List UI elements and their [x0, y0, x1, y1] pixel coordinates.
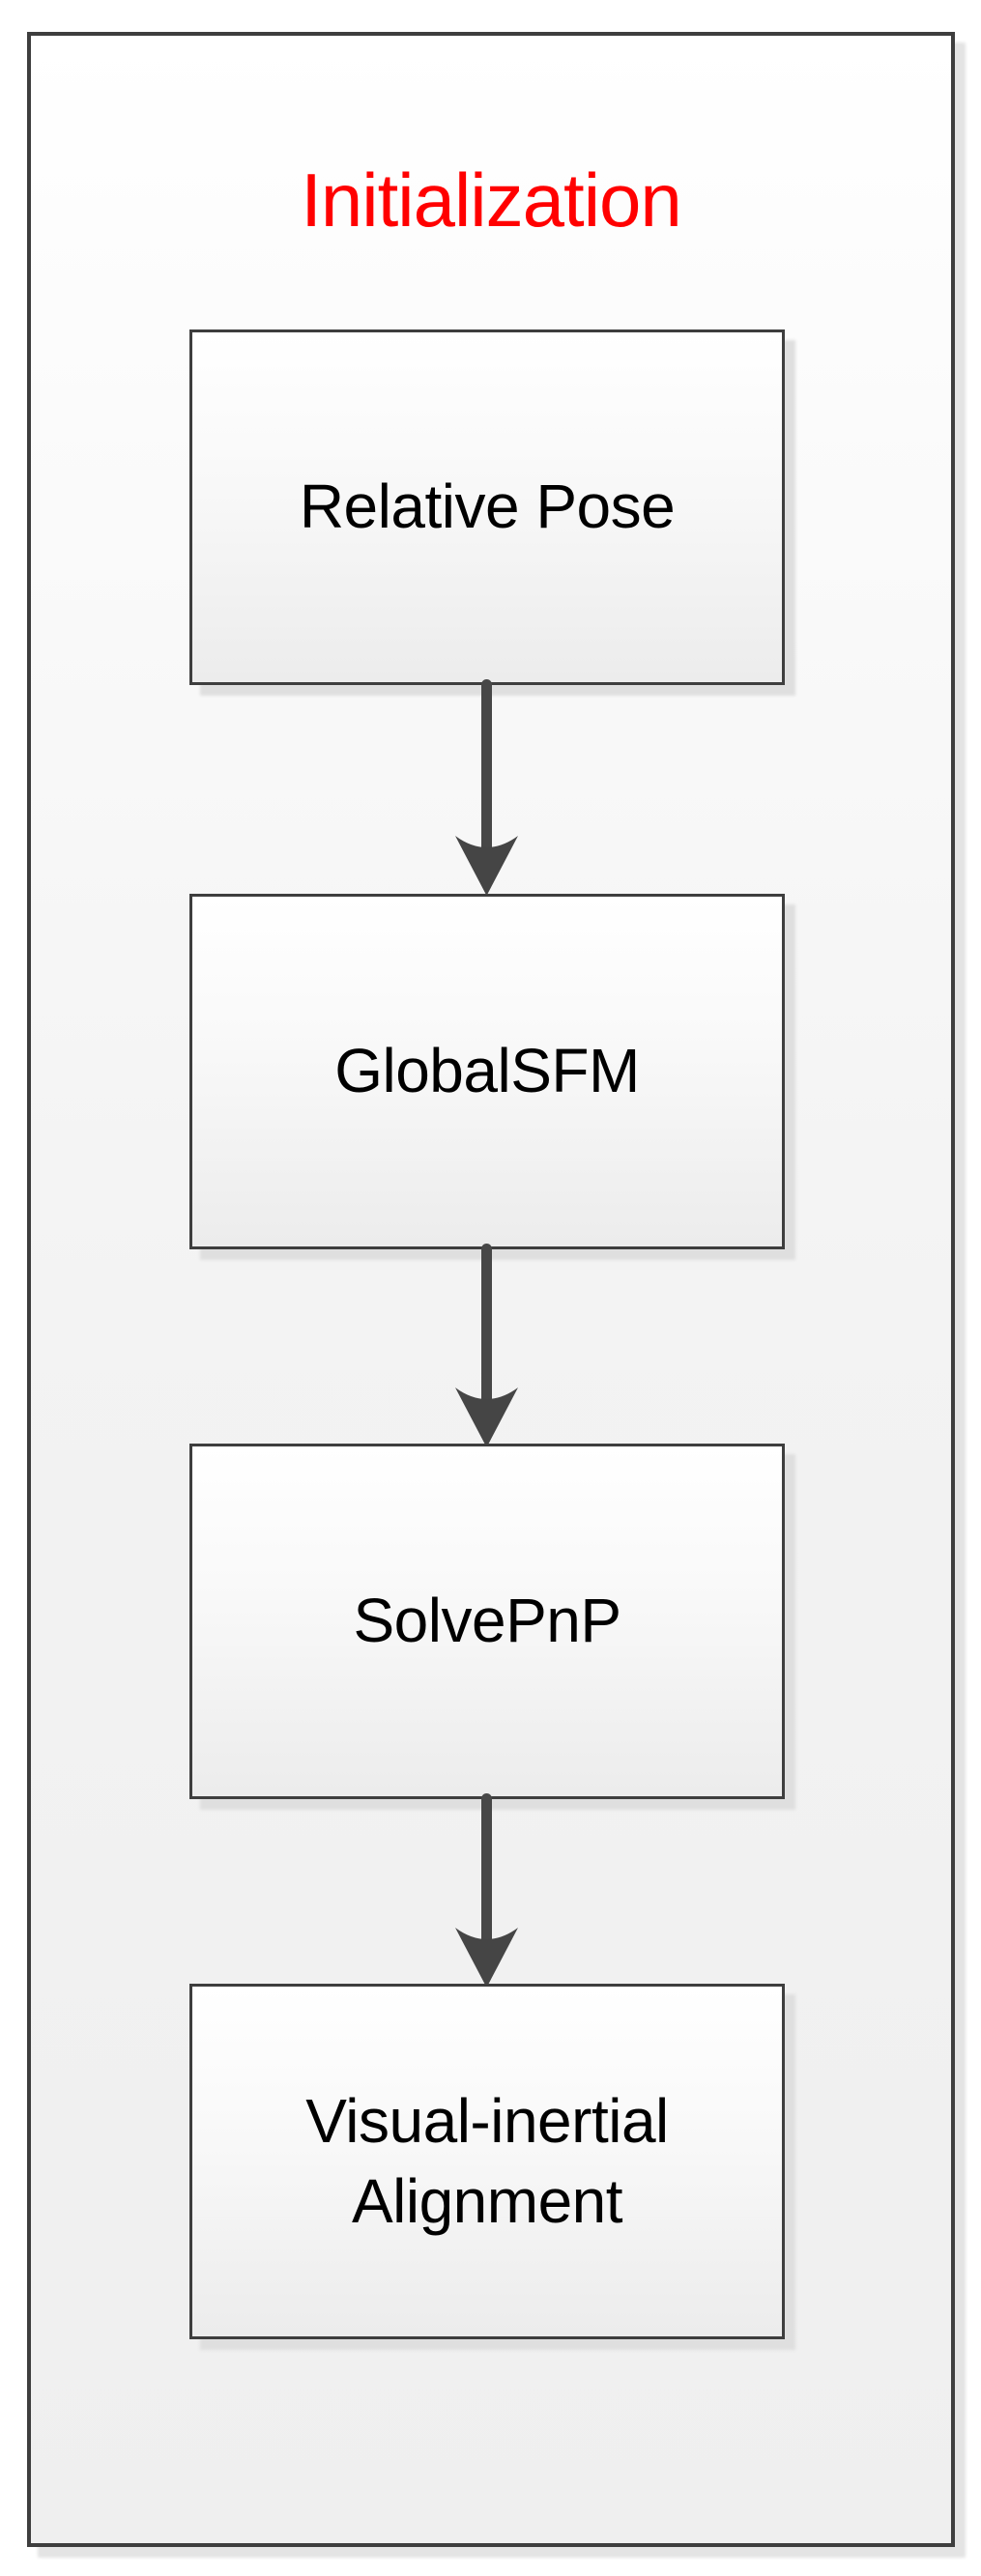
arrow-shaft [481, 1793, 492, 1943]
arrowhead-down-icon [455, 836, 518, 896]
diagram-title: Initialization [301, 157, 682, 243]
flow-arrow-3 [455, 1793, 518, 1988]
flow-node-visual-inertial-alignment: Visual-inertial Alignment [189, 1984, 785, 2339]
arrowhead-down-icon [455, 1928, 518, 1988]
flow-node-relative-pose: Relative Pose [189, 329, 785, 685]
flow-arrow-2 [455, 1244, 518, 1447]
node-label: Visual-inertial Alignment [305, 2085, 669, 2236]
node-label: GlobalSFM [334, 1036, 640, 1106]
node-label: Relative Pose [299, 472, 676, 542]
flow-arrow-1 [455, 679, 518, 896]
arrowhead-down-icon [455, 1388, 518, 1447]
arrow-shaft [481, 679, 492, 851]
flow-node-globalsfm: GlobalSFM [189, 894, 785, 1249]
flow-node-solvepnp: SolvePnP [189, 1444, 785, 1799]
arrow-shaft [481, 1244, 492, 1403]
node-label: SolvePnP [353, 1586, 621, 1656]
